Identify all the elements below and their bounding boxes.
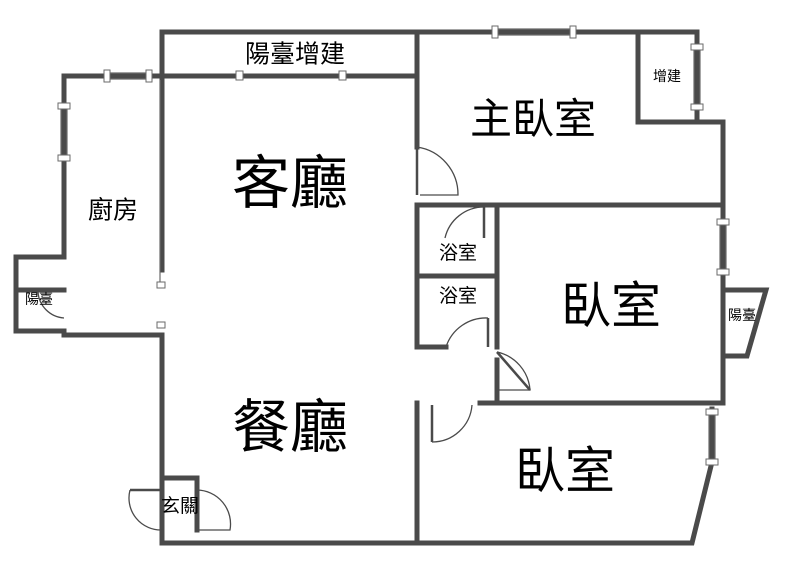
window-bedroom2-right — [705, 408, 719, 466]
wall-kitchen-outer — [13, 73, 420, 546]
door-balcony-left — [37, 291, 65, 319]
window-extension — [690, 43, 704, 111]
label-kitchen: 廚房 — [88, 196, 138, 225]
label-master-bedroom: 主臥室 — [470, 95, 596, 144]
door-entrance — [128, 488, 232, 531]
wall-entrance — [159, 475, 200, 533]
walls — [13, 29, 770, 546]
room-labels: 客廳 餐廳 廚房 主臥室 臥室 臥室 浴室 浴室 陽臺增建 增建 陽臺 陽臺 玄… — [25, 40, 756, 518]
label-balcony-right: 陽臺 — [728, 308, 756, 324]
door-bedroom-1 — [496, 351, 531, 391]
label-bedroom-1: 臥室 — [561, 277, 661, 335]
wall-right — [694, 119, 726, 406]
windows — [57, 25, 730, 466]
window-master-top — [491, 25, 577, 39]
window-kitchen-top — [103, 69, 153, 83]
label-extension: 增建 — [653, 69, 681, 85]
window-bedroom1-right — [716, 218, 730, 276]
window-balcony-ext — [235, 70, 347, 81]
label-balcony-extension: 陽臺增建 — [245, 40, 345, 69]
window-kitchen-left — [57, 102, 71, 162]
label-bathroom-2: 浴室 — [439, 285, 477, 307]
doors — [37, 146, 531, 531]
label-bathroom-1: 浴室 — [439, 242, 477, 264]
door-master — [415, 146, 459, 196]
label-entrance: 玄關 — [161, 495, 199, 517]
label-dining-room: 餐廳 — [232, 393, 348, 461]
door-bath-1 — [444, 206, 486, 239]
wall-bottom-right — [414, 406, 715, 546]
door-bath-2 — [445, 317, 490, 348]
door-bedroom-2 — [430, 404, 473, 443]
label-living-room: 客廳 — [232, 149, 348, 217]
label-bedroom-2: 臥室 — [515, 442, 615, 500]
label-balcony-left: 陽臺 — [25, 292, 53, 308]
window-living-kitchen — [156, 80, 166, 329]
wall-balcony-right — [724, 287, 770, 359]
